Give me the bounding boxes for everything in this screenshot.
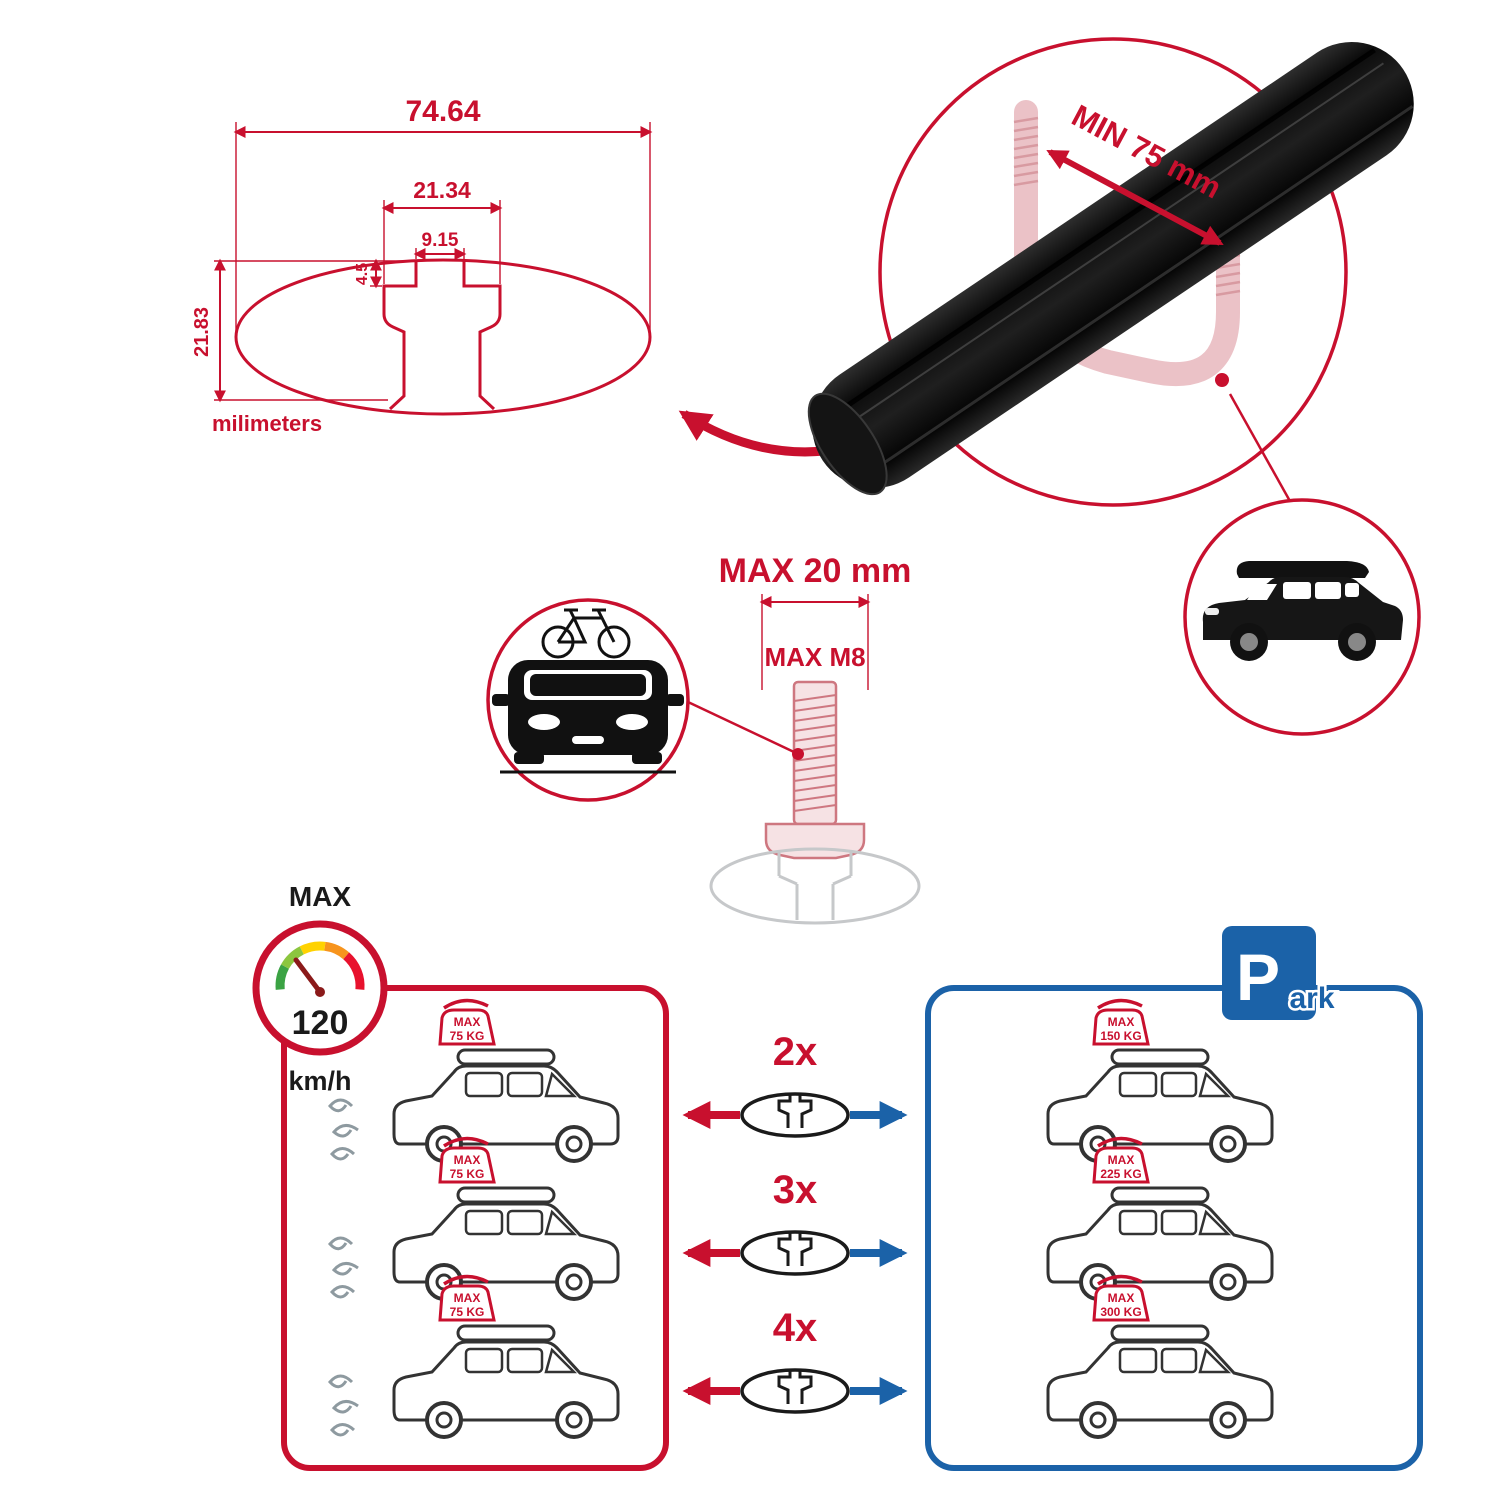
quantity-label: 3x: [773, 1168, 818, 1212]
ghost-profile: [709, 847, 921, 925]
dim-profile-height-label: 21.83: [191, 307, 213, 357]
speed-limit-gauge: MAX 120 km/h: [252, 881, 388, 1096]
parking-sign-suffix: ark: [1289, 982, 1334, 1015]
load-kg-label: 300 KG: [1100, 1305, 1141, 1319]
load-max-label: MAX: [1108, 1291, 1135, 1305]
callout-leader: [1228, 393, 1293, 504]
load-marker: MAX 225 KG: [1092, 1136, 1150, 1184]
load-max-label: MAX: [454, 1291, 481, 1305]
load-marker: MAX 75 KG: [438, 1136, 496, 1184]
load-kg-label: 75 KG: [450, 1029, 485, 1043]
suv-with-roofbox-icon: [1202, 561, 1403, 661]
load-max-label: MAX: [1108, 1015, 1135, 1029]
max-thread-label: MAX M8: [764, 642, 865, 672]
crossbar-profile-icon: [740, 1368, 850, 1414]
detail-circle: [878, 37, 1348, 507]
crossbar-profile-icon: [740, 1092, 850, 1138]
load-marker: MAX 300 KG: [1092, 1274, 1150, 1322]
callout-dot: [1215, 373, 1229, 387]
cross-section-diagram: 74.64 21.34 9.15 4.5 21.83 milimeters: [191, 95, 653, 436]
crossbar-render: [807, 41, 1414, 496]
load-max-label: MAX: [1108, 1153, 1135, 1167]
bar-end-cap: [807, 392, 888, 496]
thread-marks: [1013, 116, 1039, 187]
max-length-label: MAX 20 mm: [719, 552, 912, 590]
bicycle-icon: [541, 608, 631, 659]
quantity-label: 2x: [773, 1030, 818, 1074]
parking-sign: P ark: [1222, 926, 1337, 1020]
parking-cars: MAX 150 KG MAX 225 KG MAX 300 KG: [1046, 998, 1274, 1439]
gauge-arc: [275, 941, 365, 990]
dim-lip-depth-label: 4.5: [354, 263, 371, 285]
vehicle-roofbox-badge: [1183, 498, 1421, 736]
gauge-title: MAX: [289, 881, 352, 912]
parking-sign-p: P: [1236, 940, 1280, 1014]
load-kg-label: 225 KG: [1100, 1167, 1141, 1181]
load-marker: MAX 150 KG: [1092, 998, 1150, 1046]
t-slot-profile: [382, 261, 502, 411]
callout-leader: [687, 700, 795, 754]
driving-cars: MAX 75 KG MAX 75 KG MAX 75 KG: [328, 998, 620, 1439]
quantity-label: 4x: [773, 1306, 818, 1350]
callout-dot: [792, 748, 804, 760]
gauge-pivot: [315, 987, 325, 997]
gauge-value: 120: [292, 1004, 349, 1042]
load-kg-label: 75 KG: [450, 1305, 485, 1319]
units-label: milimeters: [212, 411, 322, 436]
load-marker: MAX 75 KG: [438, 998, 496, 1046]
car-front-icon: [492, 660, 684, 774]
vehicle-front-badge: [486, 598, 795, 802]
min-span-arrow: [1046, 149, 1224, 246]
load-max-label: MAX: [454, 1153, 481, 1167]
load-kg-label: 150 KG: [1100, 1029, 1141, 1043]
gauge-needle: [293, 957, 323, 995]
dim-opening-width-label: 9.15: [422, 230, 459, 251]
crossbar-detail: MIN 75 mm: [807, 37, 1414, 507]
load-kg-label: 75 KG: [450, 1167, 485, 1181]
dim-total-width-label: 74.64: [405, 95, 480, 128]
load-max-label: MAX: [454, 1015, 481, 1029]
profile-ellipse: [234, 258, 652, 416]
t-bolt-icon: [764, 680, 866, 860]
crossbar-profile-icon: [740, 1230, 850, 1276]
gauge-unit: km/h: [288, 1066, 351, 1096]
bolt-spec: MAX 20 mm MAX M8: [709, 552, 921, 925]
load-marker: MAX 75 KG: [438, 1274, 496, 1322]
dim-slot-width-label: 21.34: [413, 177, 471, 203]
quantity-column: 2x 3x 4x: [682, 1030, 908, 1414]
